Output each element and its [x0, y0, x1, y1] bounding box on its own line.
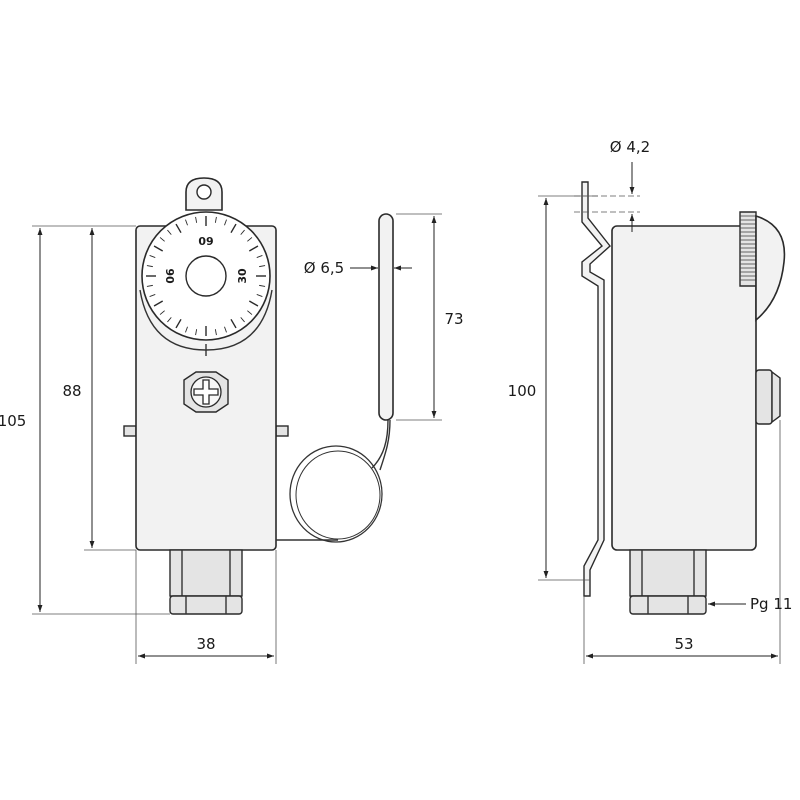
dial-tick [149, 294, 156, 297]
dial-tick [175, 318, 182, 329]
temperature-dial: 60 90 30 [141, 211, 271, 341]
dial-tick [146, 265, 153, 268]
dial-tick [230, 318, 237, 329]
knurled-knob [739, 211, 786, 322]
cable-gland [169, 549, 243, 615]
dial-tick [159, 237, 165, 242]
side-view [581, 181, 786, 615]
side-housing [611, 225, 757, 551]
dial-tick [195, 216, 198, 223]
dial-tick [185, 326, 188, 333]
dial-label-30: 30 [236, 268, 249, 284]
capillary-coil [276, 419, 391, 543]
dial-tick [175, 223, 182, 234]
dim-38: 38 [196, 635, 215, 653]
dial-tick [185, 219, 188, 226]
dim-cable-gland: Pg 11 [750, 595, 792, 613]
dim-hole-diameter: Ø 4,2 [610, 138, 650, 156]
mounting-bracket [581, 181, 611, 597]
dial-tick [149, 255, 156, 258]
dial-tick [259, 284, 266, 287]
dim-bulb-diameter: Ø 6,5 [304, 259, 344, 277]
dial-tick [153, 300, 164, 307]
dial-tick [256, 255, 263, 258]
screw-icon [183, 371, 229, 413]
dial-label-60: 60 [198, 234, 214, 247]
front-dimensions: 105 88 38 Ø 6,5 73 [0, 213, 464, 664]
dial-tick [247, 310, 253, 315]
dial-center [185, 255, 227, 297]
dim-100: 100 [508, 382, 537, 400]
dial-tick [248, 300, 259, 307]
dial-tick [195, 329, 198, 336]
dim-88: 88 [62, 382, 81, 400]
dial-tick [240, 317, 245, 323]
front-view: 60 90 30 [123, 177, 394, 615]
side-cable-gland [629, 549, 707, 615]
dial-tick [247, 237, 253, 242]
dial-tick [256, 294, 263, 297]
dim-73: 73 [444, 310, 463, 328]
dial-tick [224, 326, 227, 333]
dial-tick [214, 329, 217, 336]
dial-label-90: 90 [163, 268, 176, 284]
dial-tick [248, 245, 259, 252]
dial-tick [167, 317, 172, 323]
dim-53: 53 [674, 635, 693, 653]
right-pin [275, 425, 289, 437]
dial-tick [214, 216, 217, 223]
hanging-loop [185, 177, 223, 211]
dial-tick [230, 223, 237, 234]
dim-105: 105 [0, 412, 26, 430]
left-pin [123, 425, 137, 437]
dial-tick [159, 310, 165, 315]
dial-ticks [146, 216, 266, 336]
dial-tick [259, 265, 266, 268]
dial-tick [146, 284, 153, 287]
dial-tick [240, 229, 245, 235]
side-dimensions: 100 Ø 4,2 53 Pg 11 [508, 138, 792, 664]
sensor-bulb [378, 213, 394, 421]
side-nut-icon [755, 369, 781, 425]
dial-tick [167, 229, 172, 235]
dial-tick [224, 219, 227, 226]
dial-tick [153, 245, 164, 252]
